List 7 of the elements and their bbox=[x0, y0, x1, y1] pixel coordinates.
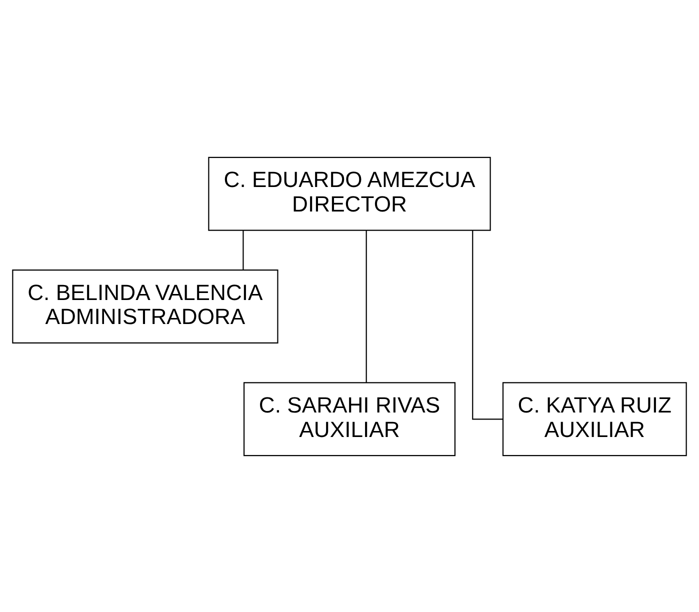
node-box: C. EDUARDO AMEZCUA DIRECTOR bbox=[208, 156, 491, 230]
connector bbox=[242, 230, 244, 270]
connector bbox=[472, 230, 503, 420]
node-box: C. KATYA RUIZ AUXILIAR bbox=[502, 382, 687, 456]
connector bbox=[366, 230, 367, 382]
node-box: C. BELINDA VALENCIA ADMINISTRADORA bbox=[12, 269, 278, 343]
node-box: C. SARAHI RIVAS AUXILIAR bbox=[243, 382, 456, 456]
